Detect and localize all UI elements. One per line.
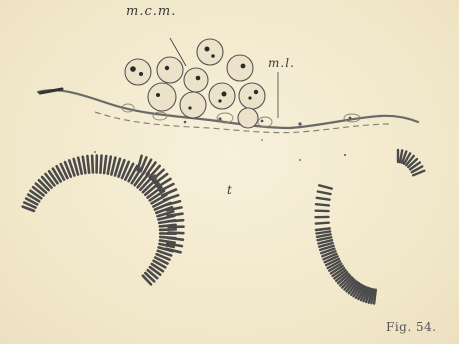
columnar-cell <box>108 157 111 174</box>
columnar-cell <box>166 249 181 253</box>
columnar-cell <box>316 204 329 205</box>
left-tubule-ring <box>23 156 184 285</box>
columnar-cell <box>316 228 329 230</box>
columnar-cell <box>92 156 93 173</box>
columnar-cell <box>87 156 89 173</box>
mesenchyme-cell <box>209 83 235 109</box>
mesenchyme-cell <box>227 55 253 81</box>
columnar-cell <box>317 198 330 200</box>
columnar-cell <box>168 233 183 234</box>
columnar-cell <box>160 229 176 230</box>
columnar-cell <box>316 231 330 233</box>
membrane-streak <box>40 89 62 93</box>
label-mcm: m.c.m. <box>126 4 176 19</box>
mesenchyme-cell <box>148 83 176 111</box>
mesenchyme-cell <box>238 108 258 128</box>
figure-caption: Fig. 54. <box>386 320 437 334</box>
mesenchyme-cell <box>125 59 151 85</box>
right-edge-fragment <box>398 150 424 175</box>
mesenchyme-cell <box>197 39 223 65</box>
columnar-cell <box>318 192 331 195</box>
columnar-cell <box>168 214 183 216</box>
mesenchyme-cell <box>180 92 206 118</box>
mesenchyme-cell <box>184 68 208 92</box>
mesenchyme-cell-cluster <box>125 39 265 128</box>
columnar-cell <box>78 158 82 174</box>
columnar-cell <box>83 157 86 173</box>
columnar-cell <box>168 238 183 240</box>
mesenchyme-cell <box>239 83 265 109</box>
mesenchyme-cell <box>157 57 183 83</box>
columnar-cell <box>319 185 332 188</box>
columnar-cell <box>104 156 106 173</box>
columnar-cell <box>317 234 331 237</box>
right-tubule-arc <box>316 185 376 303</box>
columnar-cell <box>374 290 376 304</box>
label-ml: m.l. <box>268 56 295 70</box>
columnar-cell <box>100 156 101 173</box>
columnar-cell <box>168 220 183 221</box>
label-t: t <box>227 183 232 197</box>
columnar-cell <box>316 223 329 224</box>
